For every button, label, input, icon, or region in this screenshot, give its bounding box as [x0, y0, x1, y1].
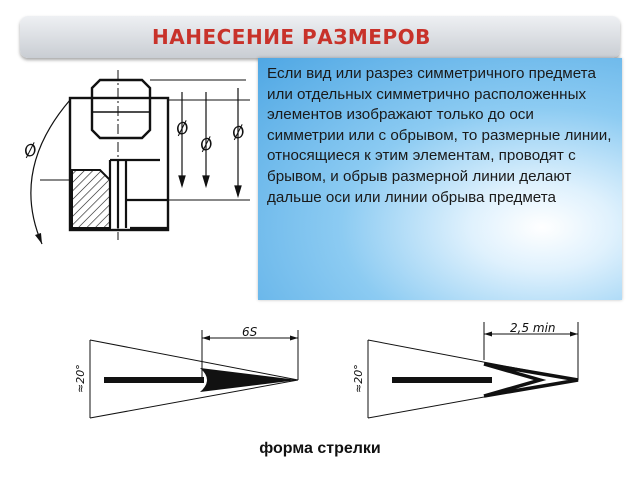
hatched-section: [71, 169, 111, 229]
description-text: Если вид или разрез симметричного предме…: [267, 65, 612, 206]
slide-title: НАНЕСЕНИЕ РАЗМЕРОВ: [152, 25, 431, 49]
description-panel: Если вид или разрез симметричного предме…: [258, 58, 622, 300]
arrow-angle-label: ≈20°: [74, 364, 87, 393]
slide-header-bar: [20, 16, 620, 58]
diameter-symbol-left: Ø: [20, 139, 40, 162]
arrow-form-caption: форма стрелки: [259, 440, 381, 457]
nut-section-drawing: Ø Ø Ø Ø: [20, 70, 250, 245]
arrow-angle-label-2: ≈20°: [352, 364, 365, 393]
arrow-form-left: 6S ≈20°: [74, 325, 299, 419]
arrowhead-filled: [200, 368, 298, 392]
arrowhead-outline: [483, 362, 579, 398]
arrow-length-label-2: 2,5 min: [510, 321, 556, 335]
diameter-symbol-3: Ø: [228, 121, 248, 144]
arc-dimension-line: [30, 99, 71, 245]
arrow-form-right: 2,5 min ≈20°: [352, 321, 579, 419]
diameter-symbol-1: Ø: [172, 117, 192, 140]
diameter-symbol-2: Ø: [196, 133, 216, 156]
arrow-length-label: 6S: [242, 325, 258, 339]
